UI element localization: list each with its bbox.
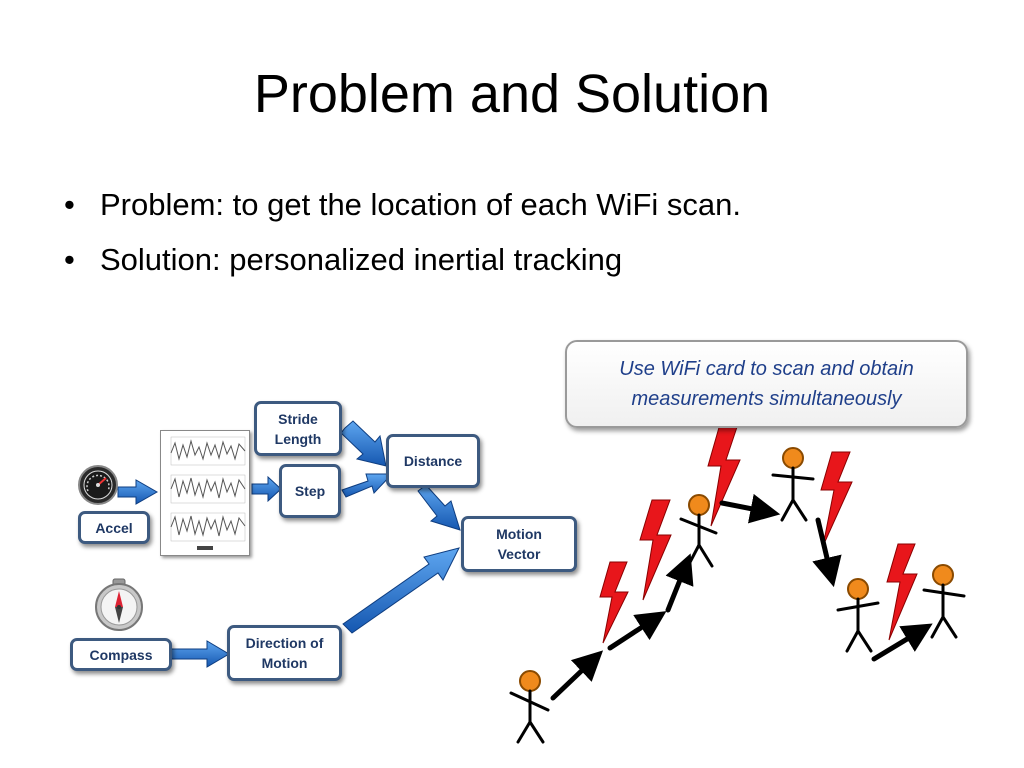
compass-box: Compass: [70, 638, 172, 671]
lightning-group: [599, 423, 918, 644]
lightning-icon: [707, 423, 741, 527]
bullet-text-solution: Solution: personalized inertial tracking: [100, 242, 623, 277]
step-box: Step: [279, 464, 341, 518]
accel-label: Accel: [95, 519, 133, 536]
bullet-list: • Problem: to get the location of each W…: [58, 186, 741, 296]
arrow-direction-to-motion: [342, 547, 460, 634]
distance-label: Distance: [403, 453, 463, 469]
motion-vector-box: Motion Vector: [461, 516, 577, 572]
speedometer-icon: [78, 465, 118, 505]
bullet-item-solution: • Solution: personalized inertial tracki…: [58, 241, 741, 279]
stick-figure-icon: [679, 494, 718, 568]
stick-figure-icon: [771, 447, 815, 522]
direction-of-motion-label: Direction of Motion: [245, 635, 324, 671]
tracking-illustration: [509, 423, 966, 744]
callout-text: Use WiFi card to scan and obtain measure…: [619, 358, 914, 410]
distance-box: Distance: [386, 434, 480, 488]
arrow-step-to-distance: [341, 473, 394, 498]
stride-length-label: Stride Length: [274, 410, 322, 447]
stick-figure-icon: [836, 578, 880, 653]
step-label: Step: [294, 483, 326, 499]
compass-label: Compass: [89, 646, 153, 663]
stick-figure-icon: [922, 564, 966, 639]
lightning-icon: [820, 451, 853, 547]
bullet-marker: •: [64, 187, 75, 222]
stride-length-box: Stride Length: [254, 401, 342, 456]
wifi-scan-callout: Use WiFi card to scan and obtain measure…: [565, 340, 968, 428]
bullet-item-problem: • Problem: to get the location of each W…: [58, 186, 741, 224]
compass-icon: [95, 578, 143, 631]
bullet-text-problem: Problem: to get the location of each WiF…: [100, 187, 741, 222]
lightning-icon: [599, 561, 629, 644]
direction-of-motion-box: Direction of Motion: [227, 625, 342, 681]
arrow-accel-to-chart: [117, 479, 159, 505]
lightning-icon: [886, 543, 918, 641]
slide-title: Problem and Solution: [253, 64, 771, 124]
path-arrows: [550, 493, 933, 701]
flow-arrows: [117, 420, 461, 668]
arrow-stride-to-distance: [340, 420, 387, 467]
bullet-marker: •: [64, 242, 75, 277]
motion-vector-label: Motion Vector: [496, 526, 542, 562]
arrow-distance-to-motion: [417, 484, 461, 531]
stick-figure-icon: [509, 670, 550, 744]
accel-box: Accel: [78, 511, 150, 544]
signal-chart-icon: [160, 430, 250, 556]
lightning-icon: [639, 499, 672, 601]
arrow-compass-to-direction: [169, 640, 230, 668]
arrow-chart-to-step: [251, 475, 282, 503]
